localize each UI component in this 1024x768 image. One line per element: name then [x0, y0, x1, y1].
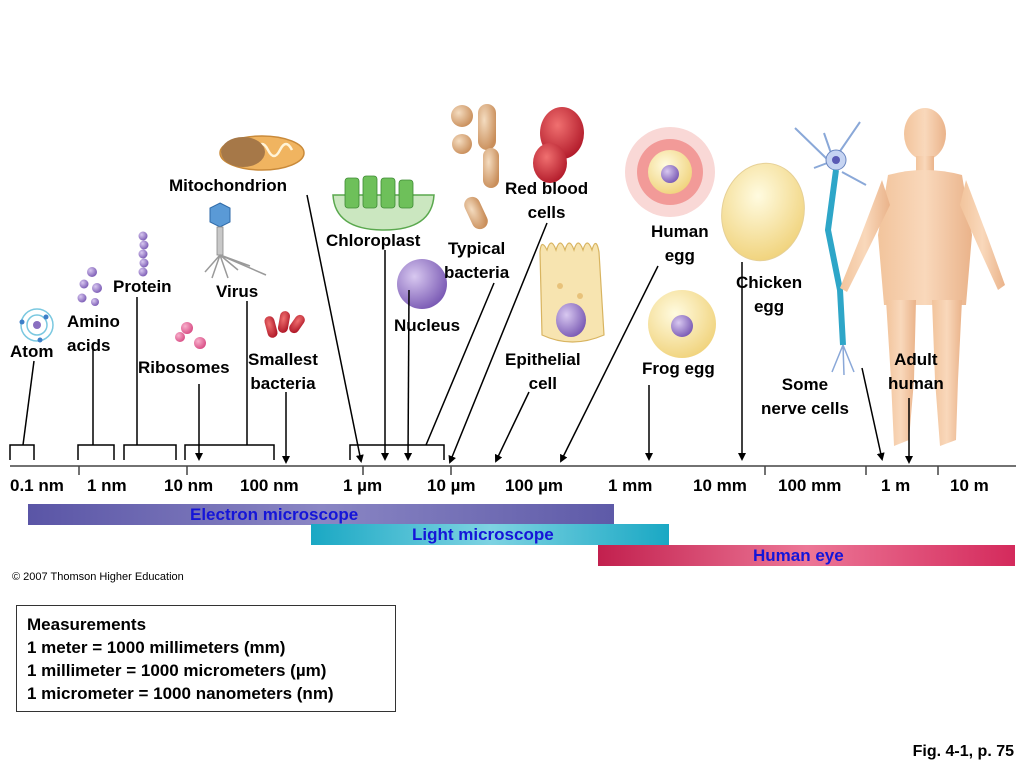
atom-illustration [19, 308, 54, 343]
scale-tick-label: 100 mm [778, 476, 842, 495]
label-amino-acids-line1: Amino [67, 312, 120, 331]
measurement-line: 1 micrometer = 1000 nanometers (nm) [27, 684, 334, 703]
light-microscope-band [311, 524, 669, 545]
epithelial-cell-illustration [539, 242, 605, 343]
label-smallest-bacteria-line1: Smallest [248, 350, 318, 369]
chloroplast-illustration [332, 175, 435, 231]
label-adult-human: Adult human [888, 348, 944, 396]
range-brackets [9, 444, 445, 460]
label-protein: Protein [113, 277, 172, 296]
scale-tick-label: 1 m [881, 476, 911, 495]
label-chicken-egg: Chicken egg [736, 271, 802, 319]
label-epithelial-cell: Epithelial cell [505, 348, 581, 396]
nucleus-illustration [397, 259, 447, 309]
electron-microscope-label: Electron microscope [190, 505, 359, 524]
amino-acids-illustration [77, 267, 102, 306]
measurement-line: 1 meter = 1000 millimeters (mm) [27, 638, 286, 657]
electron-microscope-band [28, 504, 614, 525]
label-human-egg-line2: egg [664, 246, 695, 265]
virus-illustration [204, 202, 267, 279]
label-typical-bacteria: Typical bacteria [444, 237, 509, 285]
label-red-blood-cells-line2: cells [527, 203, 566, 222]
copyright-notice: © 2007 Thomson Higher Education [12, 571, 184, 583]
typical-bacteria-illustration [451, 104, 499, 230]
label-some-nerve-cells-line2: nerve cells [761, 399, 849, 418]
measurements-box: Measurements 1 meter = 1000 millimeters … [16, 605, 396, 712]
scale-tick-label: 1 µm [343, 476, 383, 495]
label-typical-bacteria-line1: Typical [447, 239, 506, 258]
label-virus: Virus [216, 282, 259, 301]
scale-tick-label: 10 µm [427, 476, 476, 495]
scale-tick-label: 1 mm [608, 476, 653, 495]
label-red-blood-cells-line1: Red blood [505, 179, 589, 198]
scale-axis [10, 465, 1016, 475]
leader-lines [22, 194, 913, 464]
label-chicken-egg-line2: egg [753, 297, 785, 316]
label-epithelial-cell-line1: Epithelial [505, 350, 581, 369]
label-some-nerve-cells-line1: Some [781, 375, 829, 394]
label-adult-human-line2: human [888, 374, 944, 393]
label-adult-human-line1: Adult [894, 350, 938, 369]
human-eye-label-row: Human eye [598, 545, 1015, 566]
scale-tick-label: 10 mm [693, 476, 747, 495]
light-microscope-label-row: Light microscope [311, 524, 669, 545]
nerve-cell-illustration [794, 121, 867, 376]
label-nucleus: Nucleus [394, 316, 461, 335]
label-ribosomes: Ribosomes [138, 358, 230, 377]
figure-reference: Fig. 4-1, p. 75 [912, 743, 1014, 760]
label-mitochondrion: Mitochondrion [169, 176, 288, 195]
label-smallest-bacteria: Smallest bacteria [248, 348, 318, 396]
scale-tick-label: 10 nm [164, 476, 214, 495]
ribosomes-illustration [175, 322, 206, 349]
scale-tick-label: 100 nm [240, 476, 299, 495]
label-red-blood-cells: Red blood cells [505, 177, 588, 225]
smallest-bacteria-illustration [264, 311, 305, 338]
label-amino-acids: Amino acids [67, 310, 120, 358]
label-chloroplast: Chloroplast [326, 231, 421, 250]
adult-human-illustration [840, 108, 1005, 446]
mitochondrion-illustration [219, 135, 305, 171]
scale-tick-label: 100 µm [505, 476, 563, 495]
measurement-line: 1 millimeter = 1000 micrometers (µm) [27, 661, 327, 680]
red-blood-cells-illustration [533, 107, 584, 183]
scale-tick-label: 1 nm [87, 476, 127, 495]
measurements-title: Measurements [27, 615, 147, 634]
label-some-nerve-cells: Some nerve cells [761, 373, 849, 421]
electron-microscope-label-row: Electron microscope [28, 504, 614, 525]
label-human-egg-line1: Human [651, 222, 709, 241]
label-smallest-bacteria-line2: bacteria [250, 374, 316, 393]
label-chicken-egg-line1: Chicken [736, 273, 803, 292]
label-typical-bacteria-line2: bacteria [444, 263, 510, 282]
protein-illustration [138, 231, 149, 277]
label-amino-acids-line2: acids [67, 336, 111, 355]
light-microscope-label: Light microscope [412, 525, 554, 544]
frog-egg-illustration [648, 290, 716, 358]
label-human-egg: Human egg [651, 220, 709, 268]
human-eye-band [598, 545, 1015, 566]
human-egg-illustration [625, 127, 715, 217]
scale-tick-label: 10 m [950, 476, 989, 495]
label-frog-egg: Frog egg [642, 359, 715, 378]
scale-tick-label: 0.1 nm [10, 476, 64, 495]
chicken-egg-illustration [721, 162, 805, 262]
label-atom: Atom [10, 342, 54, 361]
label-epithelial-cell-line2: cell [528, 374, 557, 393]
human-eye-label: Human eye [753, 546, 844, 565]
